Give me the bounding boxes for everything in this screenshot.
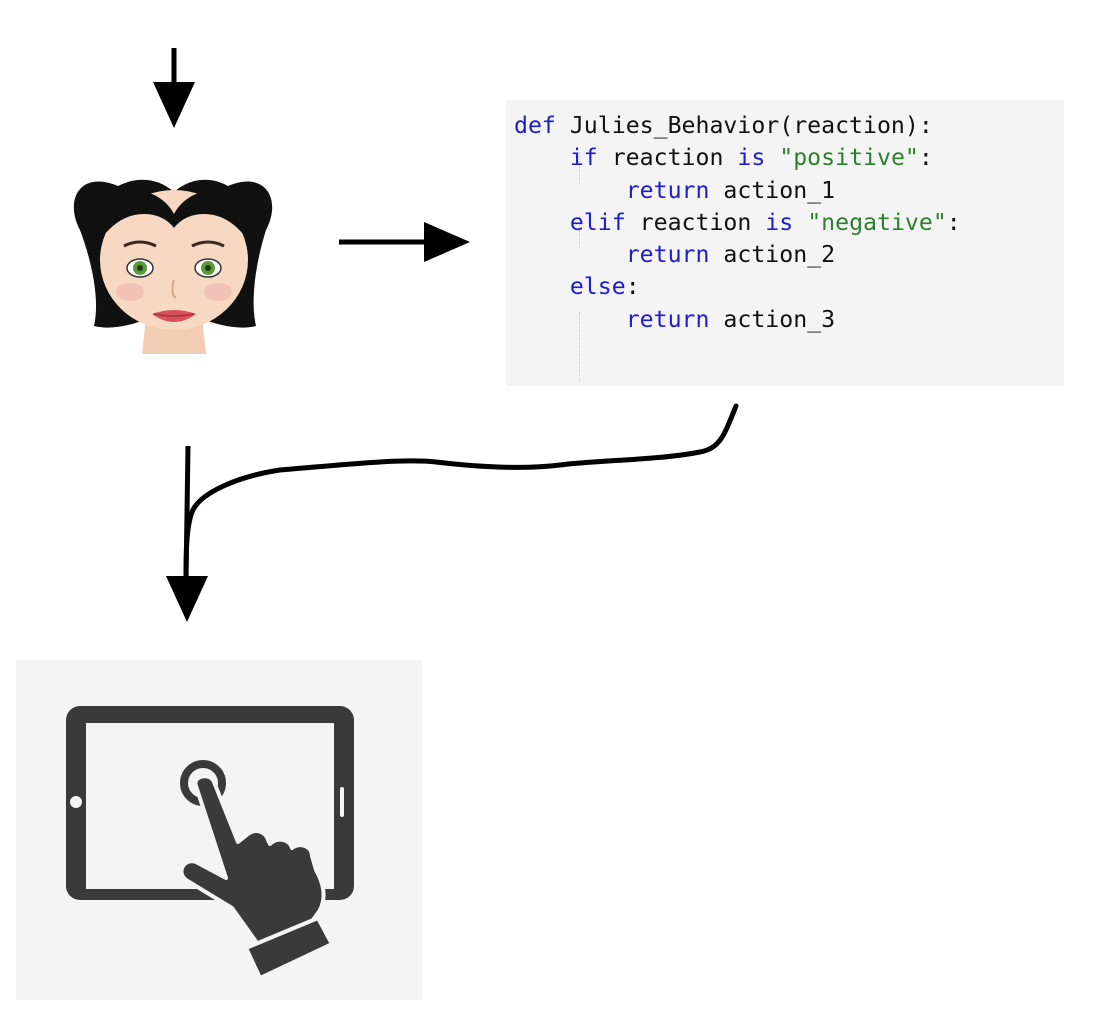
indent-guide: [579, 152, 580, 184]
code-keyword: if: [569, 144, 598, 172]
device-arrow-head: [166, 576, 208, 622]
code-text: :: [625, 273, 640, 301]
code-keyword: return: [625, 176, 710, 204]
code-line: return action_1: [514, 175, 1064, 207]
code-text: reaction: [625, 208, 766, 236]
code-line: def Julies_Behavior(reaction):: [514, 110, 1064, 142]
code-line: return action_3: [514, 304, 1064, 336]
code-keyword: else: [569, 273, 626, 301]
code-line: return action_2: [514, 239, 1064, 271]
code-keyword: is: [737, 144, 766, 172]
code-text: reaction: [597, 144, 738, 172]
code-string: "positive": [779, 144, 919, 172]
code-keyword: return: [625, 241, 710, 269]
code-text: action_1: [709, 176, 836, 204]
indent-guide: [579, 216, 580, 248]
input-arrow-head: [153, 82, 195, 128]
code-text: :: [946, 208, 961, 236]
code-keyword: return: [625, 305, 710, 333]
code-line: else:: [514, 271, 1064, 303]
face-to-code-arrow-head: [424, 222, 470, 262]
code-text: :: [918, 144, 933, 172]
code-line: elif reaction is "negative":: [514, 207, 1064, 239]
code-keyword: def: [514, 112, 556, 139]
code-text: action_2: [709, 241, 836, 269]
indent-guide: [579, 312, 580, 382]
code-line: if reaction is "positive":: [514, 142, 1064, 174]
code-block: def Julies_Behavior(reaction): if reacti…: [506, 100, 1064, 386]
code-string: "negative": [807, 208, 947, 236]
code-keyword: is: [765, 208, 794, 236]
code-keyword: elif: [569, 208, 626, 236]
code-to-device-connector: [183, 403, 739, 583]
code-text: action_3: [709, 305, 836, 333]
code-text: Julies_Behavior(reaction):: [555, 112, 933, 139]
